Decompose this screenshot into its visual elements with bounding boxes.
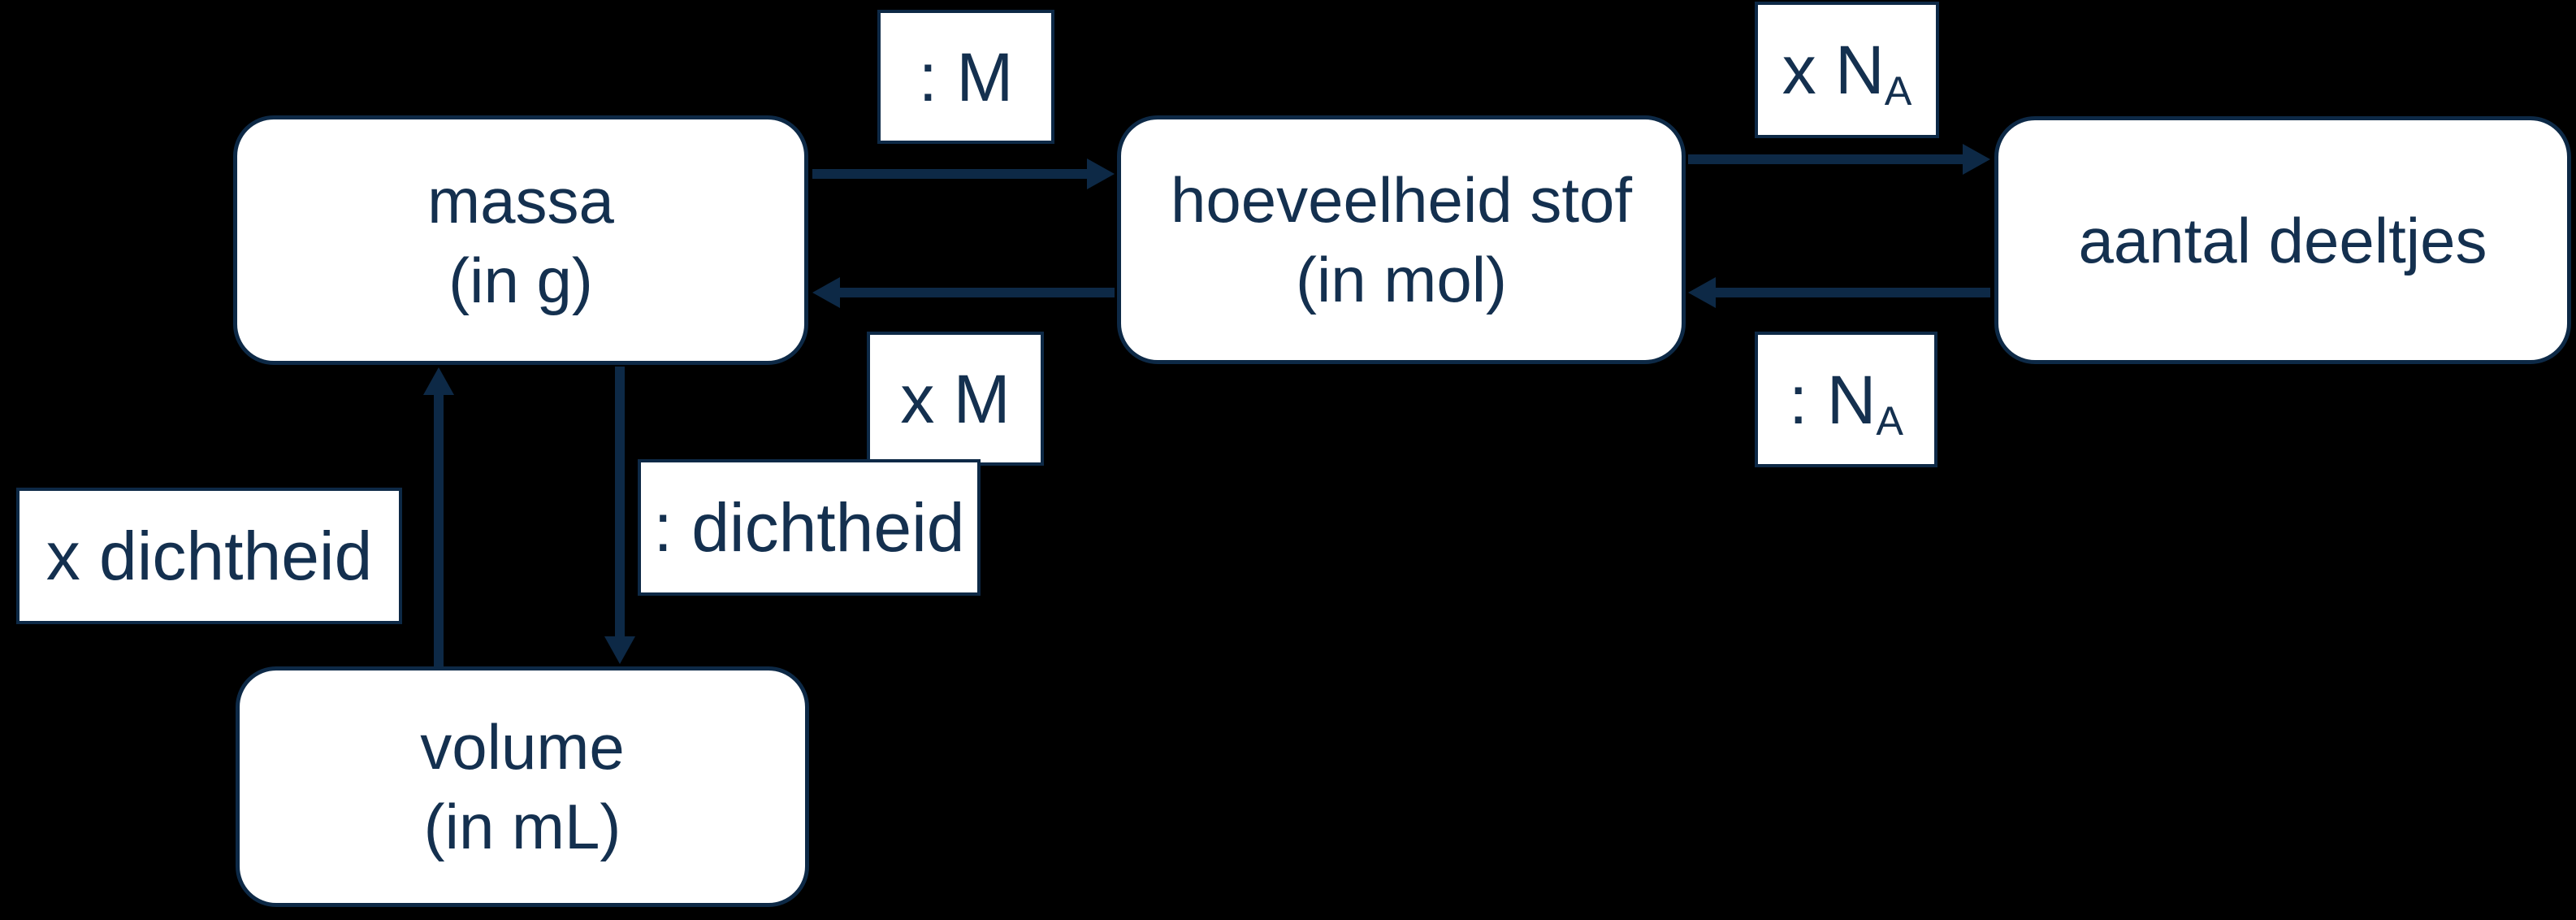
node-aantal-deeltjes: aantal deeltjes — [1994, 116, 2571, 364]
label-text: : M — [918, 38, 1014, 115]
label-divide-NA: : NA — [1755, 332, 1937, 467]
node-massa-line1: massa — [427, 164, 614, 237]
node-hoeveelheid-stof: hoeveelheid stof (in mol) — [1117, 115, 1686, 364]
arrowhead-right-icon — [1963, 144, 1990, 175]
label-subscript: A — [1884, 67, 1912, 115]
arrowhead-down-icon — [604, 636, 635, 664]
node-massa: massa (in g) — [233, 115, 808, 365]
label-text: x NA — [1782, 36, 1912, 111]
arrow-volume-to-massa — [423, 367, 454, 666]
label-prefix: x N — [1782, 32, 1885, 108]
node-massa-line2: (in g) — [448, 244, 593, 316]
arrow-massa-to-volume — [604, 367, 635, 664]
node-volume: volume (in mL) — [236, 666, 809, 907]
node-hoeveelheid-stof-line1: hoeveelheid stof — [1170, 164, 1633, 236]
arrow-deeltjes-to-mol — [1688, 277, 1990, 308]
arrow-shaft — [837, 288, 1115, 297]
arrow-shaft — [434, 392, 444, 666]
arrow-shaft — [812, 169, 1090, 179]
arrow-mol-to-deeltjes — [1688, 144, 1990, 175]
arrowhead-left-icon — [812, 277, 840, 308]
label-text: : dichtheid — [653, 489, 965, 566]
arrow-shaft — [1712, 288, 1990, 297]
label-subscript: A — [1876, 397, 1903, 444]
label-divide-M: : M — [877, 10, 1054, 144]
label-prefix: : N — [1789, 361, 1877, 438]
arrowhead-left-icon — [1688, 277, 1716, 308]
arrow-massa-to-mol — [812, 158, 1115, 189]
label-text: : NA — [1789, 366, 1903, 441]
node-aantal-deeltjes-line1: aantal deeltjes — [2078, 204, 2487, 276]
arrow-shaft — [615, 367, 625, 640]
node-volume-line1: volume — [420, 711, 625, 783]
node-hoeveelheid-stof-line2: (in mol) — [1295, 244, 1507, 315]
arrowhead-up-icon — [423, 367, 454, 395]
arrow-shaft — [1688, 154, 1966, 164]
label-text: x dichtheid — [45, 518, 373, 594]
arrowhead-right-icon — [1087, 158, 1115, 189]
label-times-M: x M — [867, 332, 1044, 466]
label-text: x M — [900, 360, 1011, 437]
arrow-mol-to-massa — [812, 277, 1115, 308]
label-times-NA: x NA — [1755, 2, 1939, 138]
node-volume-line2: (in mL) — [423, 791, 621, 862]
label-times-dichtheid: x dichtheid — [16, 488, 402, 624]
label-divide-dichtheid: : dichtheid — [638, 459, 981, 596]
